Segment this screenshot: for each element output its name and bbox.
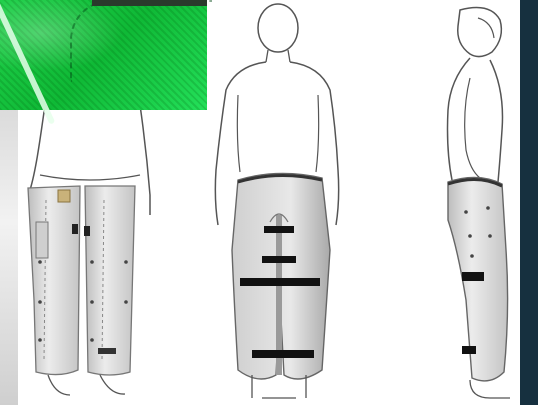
front-right-brace (85, 186, 135, 375)
fabric-seam-highlight (0, 0, 55, 125)
green-fabric-inset (0, 0, 207, 110)
back-strap-1 (264, 226, 294, 233)
back-head (258, 4, 298, 52)
front-hinge-left (72, 224, 78, 234)
front-feet (48, 375, 125, 395)
front-view-figure (28, 105, 150, 395)
side-view-figure (448, 8, 511, 398)
side-strap-ankle (462, 346, 476, 354)
back-view-figure (215, 4, 338, 398)
front-waist (40, 175, 140, 180)
side-head (458, 8, 502, 57)
side-strap-knee (462, 272, 484, 281)
side-face-detail (478, 18, 494, 38)
side-foot (470, 380, 510, 398)
side-torso (448, 58, 503, 182)
front-hinge-right (84, 226, 90, 236)
front-left-brace (28, 186, 80, 375)
front-label-tag (58, 190, 70, 202)
back-strap-3 (240, 278, 320, 286)
fabric-stitching (70, 0, 212, 82)
inset-dark-edge (92, 0, 207, 6)
side-arm (465, 78, 480, 178)
back-strap-4 (252, 350, 314, 358)
back-strap-2 (262, 256, 296, 263)
back-torso-sides (237, 95, 318, 172)
front-left-pocket (36, 222, 48, 258)
front-knee-strap (98, 348, 116, 354)
